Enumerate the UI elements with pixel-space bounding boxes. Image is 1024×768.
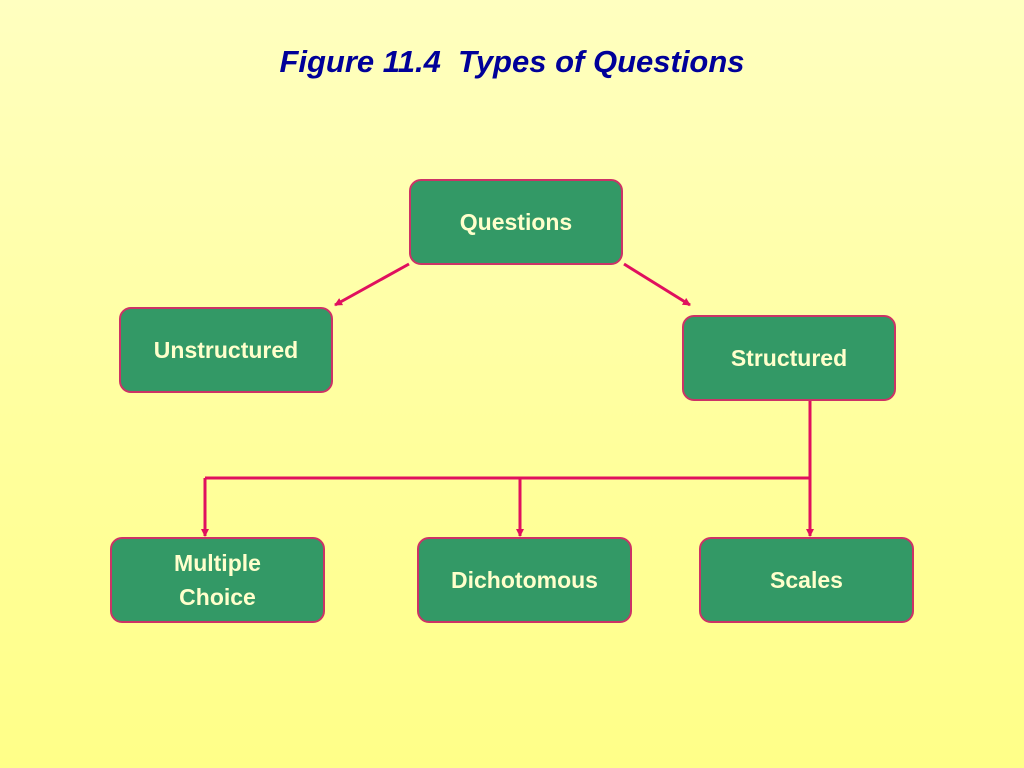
node-structured: Structured — [682, 315, 896, 401]
node-structured-label: Structured — [730, 345, 848, 371]
node-multiple-choice-line1: Multiple — [174, 550, 261, 576]
node-scales: Scales — [699, 537, 914, 623]
arrow-questions-to-structured — [623, 262, 691, 307]
node-scales-label: Scales — [770, 567, 843, 593]
node-questions: Questions — [409, 179, 623, 265]
node-multiple-choice-line2: Choice — [179, 584, 256, 610]
node-dichotomous-label: Dichotomous — [451, 567, 598, 593]
node-unstructured-label: Unstructured — [153, 337, 299, 363]
node-unstructured: Unstructured — [119, 307, 333, 393]
figure-title: Figure 11.4 Types of Questions — [279, 44, 745, 79]
node-dichotomous: Dichotomous — [417, 537, 632, 623]
arrow-questions-to-unstructured — [334, 262, 410, 307]
node-multiple-choice: Multiple Choice — [110, 537, 325, 623]
node-questions-label: Questions — [459, 209, 573, 235]
